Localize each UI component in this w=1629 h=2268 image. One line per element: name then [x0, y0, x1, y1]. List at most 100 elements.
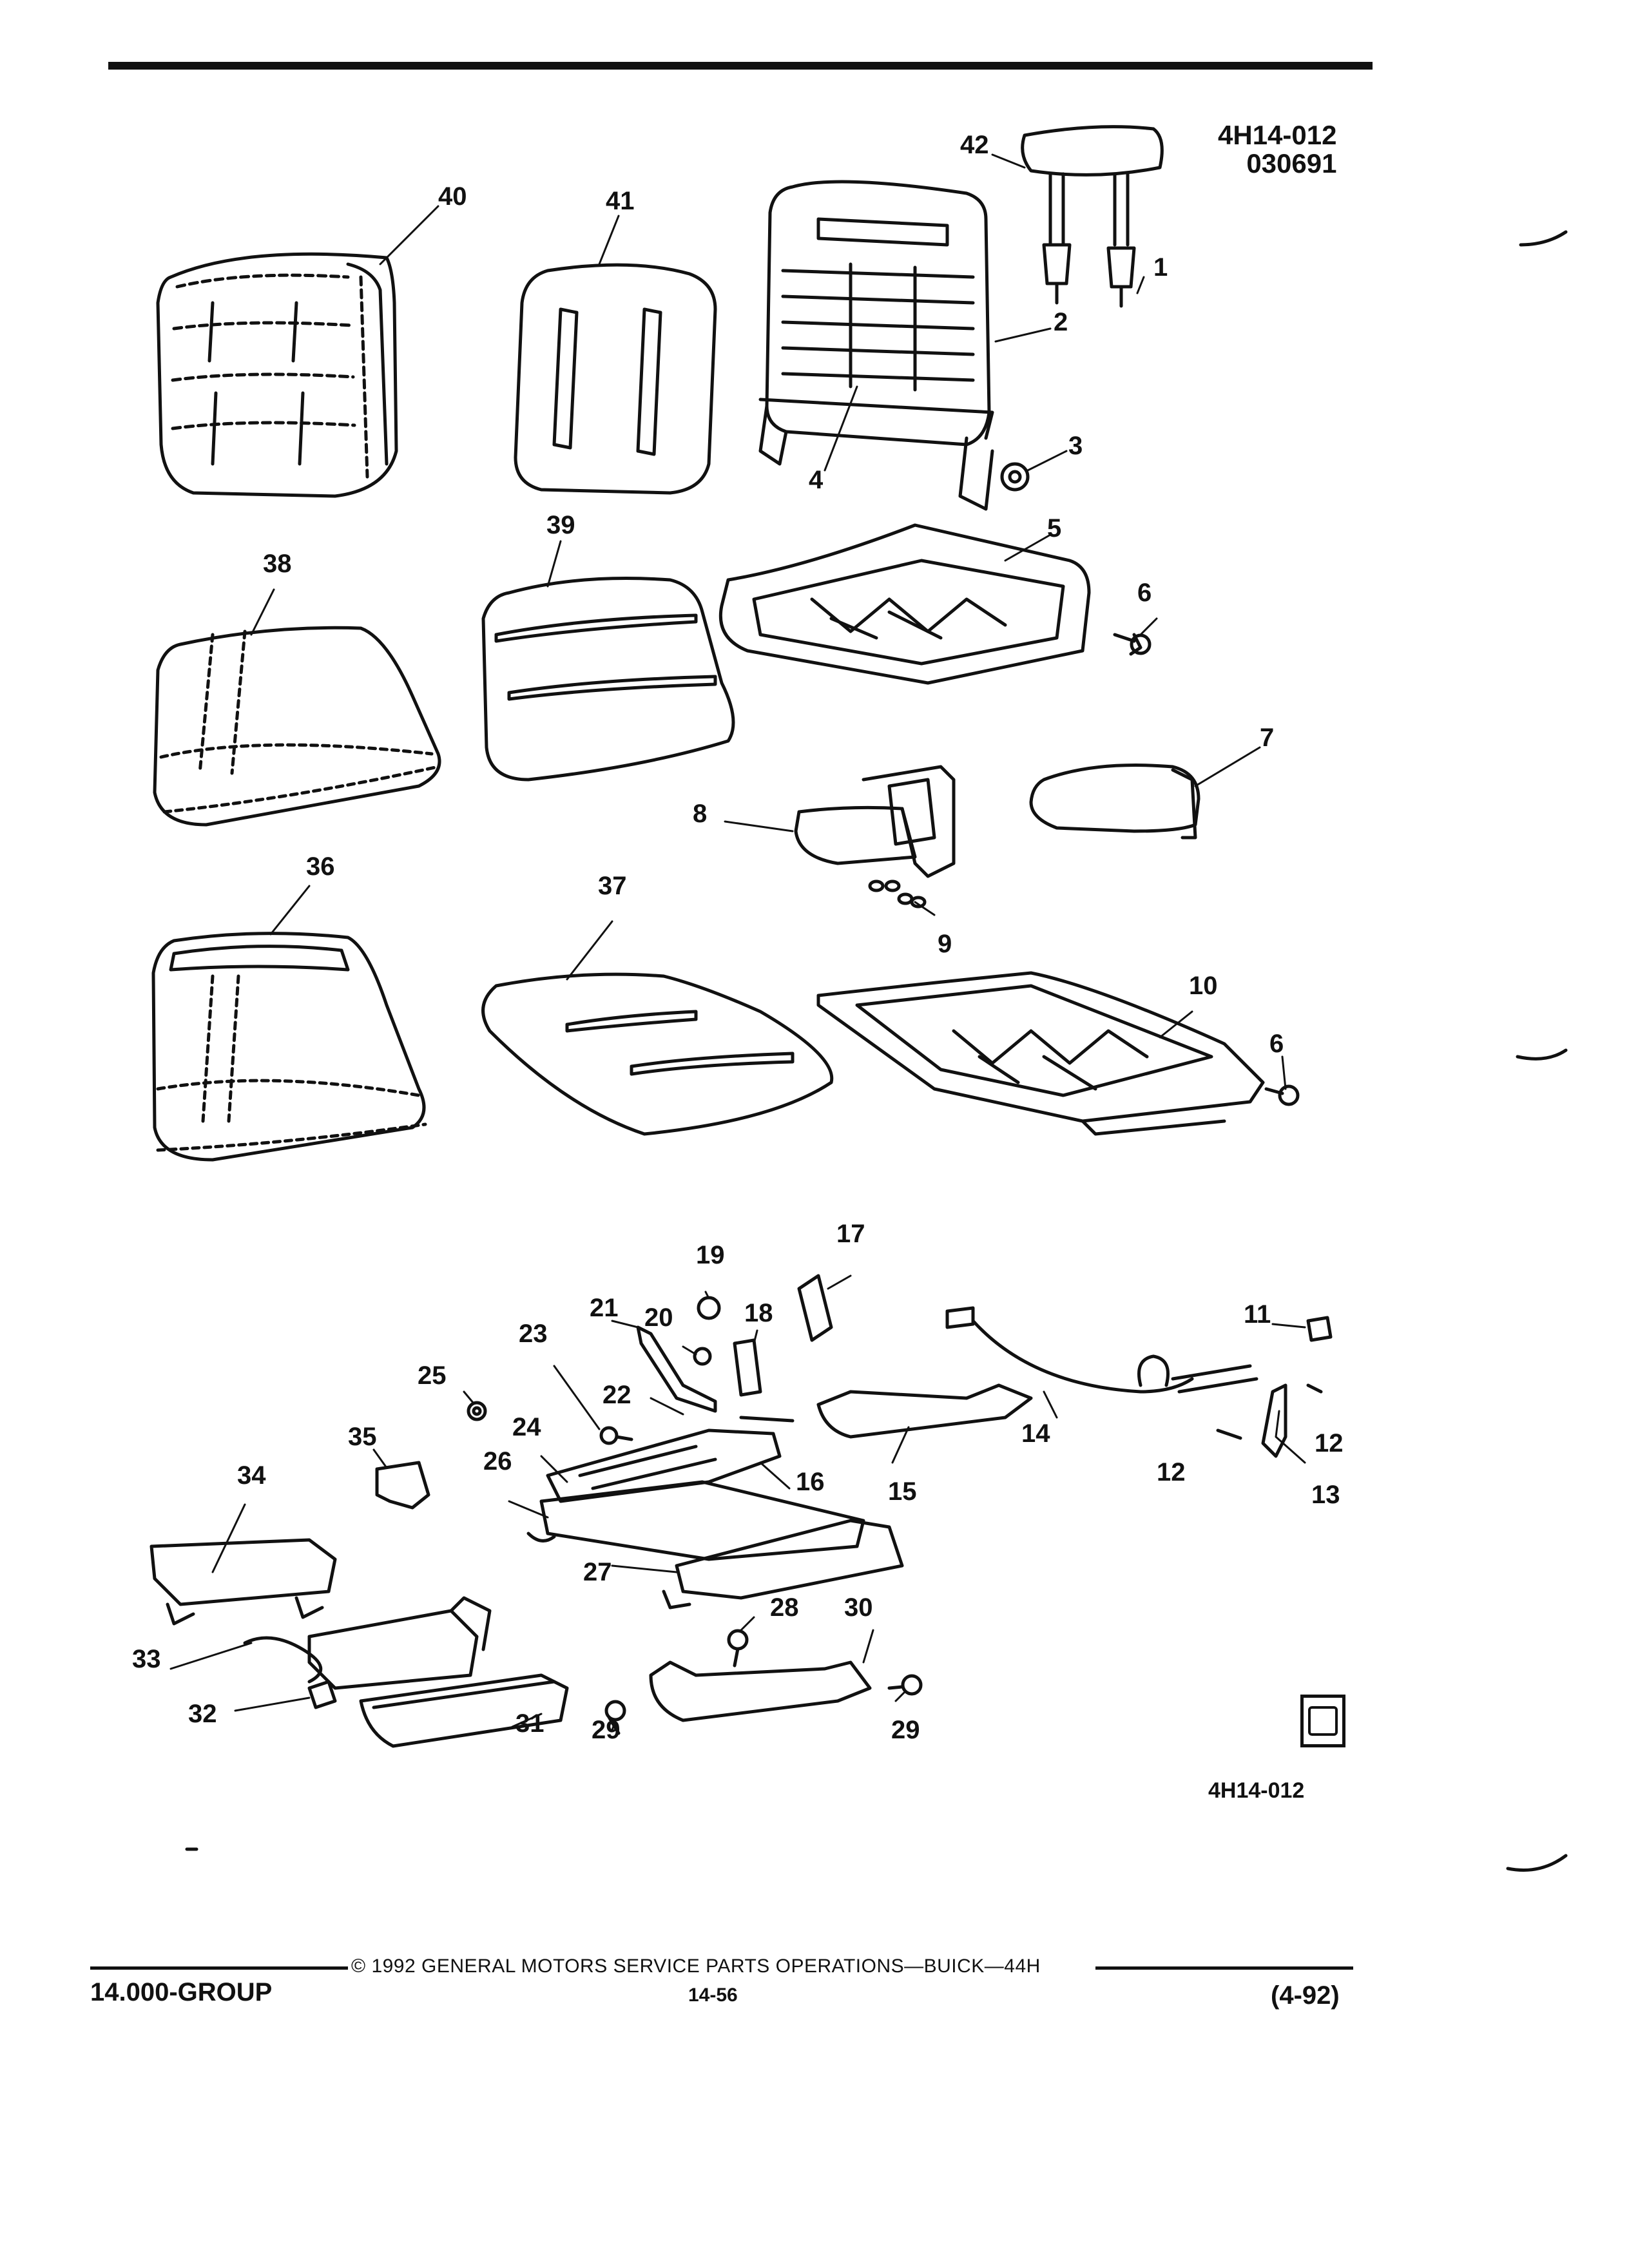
callout-25: 25	[418, 1361, 447, 1390]
part-34-seat-track	[149, 1538, 337, 1626]
part-41-seatback-cushion	[514, 263, 717, 495]
part-26-adjuster-frame	[526, 1480, 865, 1561]
callout-5: 5	[1047, 514, 1062, 543]
callout-7: 7	[1260, 724, 1275, 752]
part-6-screw-a	[1113, 633, 1152, 656]
callout-13: 13	[1311, 1481, 1340, 1509]
callout-38: 38	[263, 550, 292, 578]
callout-42: 42	[960, 131, 989, 159]
callout-36: 36	[306, 852, 335, 881]
callout-23: 23	[519, 1320, 548, 1348]
callout-4: 4	[809, 466, 824, 494]
callout-24: 24	[512, 1413, 541, 1441]
footer-rule-left	[90, 1966, 348, 1970]
callout-18: 18	[744, 1299, 773, 1327]
part-20-nut	[693, 1347, 712, 1366]
callout-34: 34	[237, 1461, 266, 1490]
callout-11: 11	[1244, 1300, 1271, 1329]
part-10-seat-frame	[816, 971, 1265, 1136]
callout-26: 26	[483, 1447, 512, 1475]
part-24-adjuster-upper	[546, 1428, 782, 1503]
part-12-pins	[1216, 1383, 1323, 1440]
footer-page-number: 14-56	[688, 1984, 738, 2006]
callout-19: 19	[696, 1241, 725, 1269]
callout-32: 32	[188, 1700, 217, 1728]
part-38-seat-cushion-cover	[153, 626, 441, 827]
callout-8: 8	[693, 800, 708, 828]
footer-rule-right	[1095, 1966, 1353, 1970]
callout-39: 39	[546, 511, 575, 539]
part-31-trim-panel	[359, 1673, 569, 1748]
part-29-screws	[604, 1674, 923, 1735]
callout-10: 10	[1189, 972, 1218, 1000]
part-9-nuts	[868, 879, 927, 908]
date-code: 030691	[1246, 148, 1337, 179]
callout-37: 37	[598, 872, 627, 900]
footer-group: 14.000-GROUP	[90, 1978, 273, 2006]
part-13-handle	[1261, 1383, 1287, 1458]
part-30-trim	[649, 1660, 872, 1722]
gm-spo-logo-mark	[1308, 1706, 1338, 1736]
callout-6b: 6	[1269, 1030, 1284, 1058]
part-28-screw	[727, 1629, 749, 1667]
gm-spo-logo	[1300, 1695, 1345, 1747]
part-36-seat-cushion-cover	[151, 932, 427, 1162]
callout-29a: 29	[592, 1716, 621, 1744]
part-2-seatback-frame	[758, 180, 994, 511]
callout-33: 33	[132, 1645, 161, 1673]
illustration-code: 4H14-012	[1218, 120, 1337, 150]
part-32-clip	[307, 1680, 337, 1709]
part-1-headrest-guide	[1042, 243, 1136, 308]
callout-12a: 12	[1315, 1429, 1344, 1457]
callout-15: 15	[888, 1477, 917, 1506]
part-3-bolt	[1000, 462, 1030, 492]
part-23-bolt	[599, 1426, 633, 1445]
part-25-washer	[467, 1401, 487, 1421]
callout-22: 22	[602, 1381, 631, 1409]
callout-17: 17	[836, 1220, 865, 1248]
part-27-adjuster-lower	[662, 1519, 904, 1610]
top-rule	[108, 62, 1373, 70]
part-6-screw-b	[1264, 1084, 1300, 1106]
page-margin-marks	[185, 230, 1568, 1872]
part-39-seat-cushion	[481, 577, 735, 782]
part-42-headrest	[1021, 125, 1164, 247]
part-35-bracket	[375, 1461, 430, 1510]
leader-lines	[169, 153, 1306, 1731]
callout-28: 28	[770, 1593, 799, 1622]
callout-9: 9	[938, 930, 952, 958]
part-15-trim-cover	[816, 1383, 1033, 1439]
callout-30: 30	[844, 1593, 873, 1622]
part-5-seat-frame	[718, 523, 1091, 685]
part-8-armrest-bracket	[794, 765, 956, 878]
callout-1: 1	[1153, 253, 1168, 282]
part-21-link	[636, 1325, 717, 1413]
callout-40: 40	[438, 182, 467, 211]
callout-41: 41	[606, 187, 635, 215]
part-7-armrest	[1029, 764, 1200, 840]
callout-2: 2	[1054, 308, 1068, 336]
callout-3: 3	[1068, 432, 1083, 460]
callout-31: 31	[516, 1709, 545, 1738]
callout-35: 35	[348, 1423, 377, 1451]
footer-copyright: © 1992 GENERAL MOTORS SERVICE PARTS OPER…	[351, 1956, 1041, 1977]
part-19-nut	[697, 1296, 721, 1320]
figure-code: 4H14-012	[1208, 1778, 1305, 1803]
part-34-seat-track-lower	[307, 1596, 492, 1690]
part-18-bracket	[733, 1338, 762, 1397]
callout-29b: 29	[891, 1716, 920, 1744]
part-14-cable	[945, 1306, 1258, 1394]
part-40-seatback-cover	[156, 252, 398, 498]
callout-14: 14	[1021, 1419, 1050, 1448]
part-37-seat-cushion	[481, 972, 834, 1136]
illustration-code-block: 4H14-012 030691	[1218, 120, 1337, 179]
callout-12b: 12	[1157, 1458, 1186, 1486]
part-17-bracket	[797, 1274, 833, 1342]
callout-20: 20	[644, 1303, 673, 1332]
callout-21: 21	[590, 1294, 619, 1322]
callout-27: 27	[583, 1558, 612, 1586]
callout-16: 16	[796, 1468, 825, 1496]
part-11-clip	[1306, 1316, 1333, 1342]
footer-revision: (4-92)	[1271, 1981, 1340, 2010]
